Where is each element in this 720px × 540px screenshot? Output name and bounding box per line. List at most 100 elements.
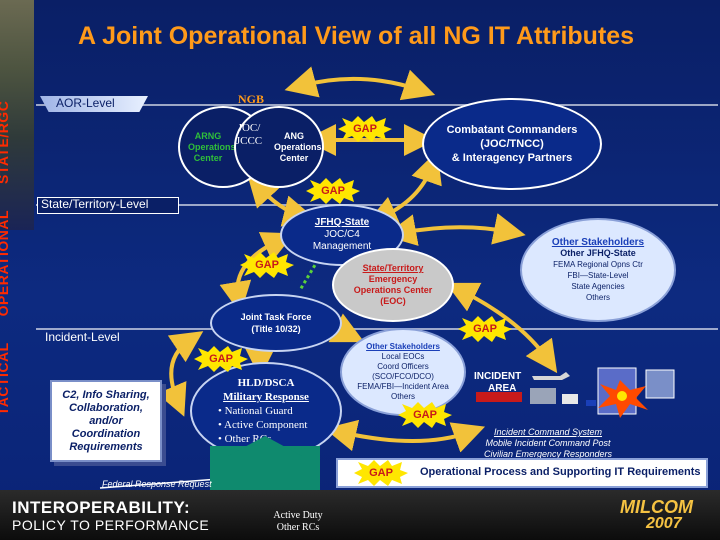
hld-line1: HLD/DSCA — [237, 377, 295, 389]
incident-area-label: INCIDENT AREA — [474, 371, 521, 395]
building-icon — [645, 369, 675, 399]
jfhq-line3: Management — [312, 241, 372, 252]
state-level-label: State/Territory-Level — [41, 197, 149, 211]
osr-sub: Other JFHQ-State — [560, 248, 636, 258]
gap-star-icon — [458, 316, 512, 342]
eoc-line4: (EOC) — [380, 296, 406, 306]
jfhq-line1: JFHQ-State — [314, 217, 370, 228]
jtf-line2: (Title 10/32) — [251, 324, 301, 334]
ics-l3: Civilian Emergency Responders — [483, 449, 613, 459]
ics-label: Incident Command System Mobile Incident … — [458, 427, 638, 460]
jtf-line1: Joint Task Force — [240, 312, 312, 322]
gap-text: GAP — [209, 353, 233, 365]
c2-l1: C2, Info Sharing, — [62, 388, 150, 401]
ang-circle[interactable]: ANG Operations Center — [234, 106, 324, 188]
osr-l1: FEMA Regional Opns Ctr — [553, 260, 643, 269]
helicopter-icon — [532, 372, 570, 380]
active-duty-l2: Other RCs — [276, 522, 320, 533]
arrow-hld-c2 — [156, 331, 204, 417]
osr-l2: FBI—State-Level — [567, 271, 629, 280]
state-level-box — [37, 197, 179, 214]
federal-request-label: Federal Response Request — [102, 479, 212, 489]
osc-l5: Others — [390, 392, 415, 401]
combatant-commanders-ellipse[interactable]: Combatant Commanders (JOC/TNCC) & Intera… — [422, 98, 602, 190]
jtf-ellipse[interactable]: Joint Task Force (Title 10/32) — [210, 294, 342, 352]
page-title: A Joint Operational View of all NG IT At… — [78, 22, 635, 50]
osc-l4: FEMA/FBI—Incident Area — [357, 382, 449, 391]
ngb-label: NGB — [238, 92, 265, 106]
gap-badge-ngb-jfhq: GAP — [306, 178, 360, 204]
incident-level-label: Incident-Level — [45, 330, 120, 344]
police-car-icon — [586, 400, 596, 406]
legend-box: GAP Operational Process and Supporting I… — [336, 458, 708, 488]
gap-star-icon — [240, 252, 294, 278]
eoc-line1: State/Territory — [362, 263, 424, 273]
combatant-line2: (JOC/TNCC) — [480, 138, 544, 150]
c2-l2: Collaboration, and/or — [69, 401, 143, 427]
ics-l1: Incident Command System — [493, 427, 603, 437]
arrow-eoc-incident — [445, 282, 558, 374]
gap-star-icon — [306, 178, 360, 204]
aor-level-line — [36, 104, 718, 106]
explosion-core-icon — [617, 391, 627, 401]
gap-text: GAP — [473, 323, 497, 335]
active-duty-label: Active Duty Other RCs — [262, 510, 334, 534]
footer-interoperability: INTEROPERABILITY: — [12, 498, 191, 517]
dotted-jfhq-eoc — [298, 259, 320, 291]
gap-badge-hld-c2: GAP — [194, 346, 248, 372]
gap-star-icon — [398, 402, 452, 428]
combatant-line3: & Interagency Partners — [451, 152, 573, 164]
gap-badge-eoc-incident: GAP — [458, 316, 512, 342]
command-trailer-icon — [530, 388, 556, 404]
footer-bar — [0, 490, 720, 540]
gap-text: GAP — [255, 259, 279, 271]
up-arrow-icon — [228, 436, 302, 456]
jfhq-line2: JOC/C4 — [324, 229, 360, 240]
joc-label: JOC/ JCCC — [235, 122, 263, 147]
osr-l3: State Agencies — [571, 282, 625, 291]
arng-label: ARNG Operations Center — [188, 130, 236, 163]
osr-l4: Others — [585, 293, 610, 302]
aor-level-tag — [40, 96, 148, 112]
arrow-hld-ics — [324, 419, 486, 453]
photo-strip — [0, 0, 34, 230]
active-duty-arrow — [228, 436, 302, 456]
gap-badge-ngb-combatant: GAP — [338, 116, 392, 142]
ics-l2: Mobile Incident Command Post — [485, 438, 611, 448]
eoc-ellipse[interactable]: State/Territory Emergency Operations Cen… — [332, 248, 454, 322]
hld-item2: • Active Component — [218, 419, 308, 431]
gap-text: GAP — [353, 123, 377, 135]
osr-title: Other Stakeholders — [551, 237, 645, 248]
incident-level-line — [36, 328, 718, 330]
milcom-logo-text: MILCOM — [620, 497, 693, 517]
osc-l3: (SCO/FCO/DCO) — [372, 372, 434, 381]
osc-l1: Local EOCs — [381, 352, 425, 361]
arrow-ngb-combatant — [284, 66, 436, 101]
other-stakeholders-right[interactable]: Other Stakeholders Other JFHQ-State FEMA… — [520, 218, 676, 322]
gap-star-icon — [338, 116, 392, 142]
c2-l3: Coordination — [71, 427, 141, 440]
incident-area-l2: AREA — [488, 383, 517, 394]
gap-text: GAP — [413, 409, 437, 421]
osc-l2: Coord Officers — [377, 362, 429, 371]
aor-level-label: AOR-Level — [56, 96, 115, 110]
arrow-jfhq-stakeholders — [384, 213, 526, 246]
hld-line2: Military Response — [223, 391, 309, 403]
gap-badge-hld-ics: GAP — [398, 402, 452, 428]
legend-text: Operational Process and Supporting IT Re… — [420, 466, 701, 478]
fire-truck-icon — [476, 392, 522, 402]
ambulance-icon — [562, 394, 578, 404]
legend-gap-badge: GAP — [354, 460, 408, 486]
milcom-year: 2007 — [646, 515, 682, 532]
arrow-ngb-jfhq — [247, 174, 316, 227]
gap-text: GAP — [321, 185, 345, 197]
c2-requirements-box: C2, Info Sharing, Collaboration, and/or … — [50, 380, 162, 462]
gap-star-icon — [194, 346, 248, 372]
arrow-jtf-stakeholders — [328, 313, 365, 343]
c2-l4: Requirements — [69, 440, 143, 453]
gap-badge-jfhq-jtf: GAP — [240, 252, 294, 278]
footer-policy: POLICY TO PERFORMANCE — [12, 517, 210, 533]
legend-gap-text: GAP — [369, 467, 393, 479]
osc-title: Other Stakeholders — [366, 342, 440, 351]
ang-label: ANG Operations Center — [274, 130, 322, 163]
